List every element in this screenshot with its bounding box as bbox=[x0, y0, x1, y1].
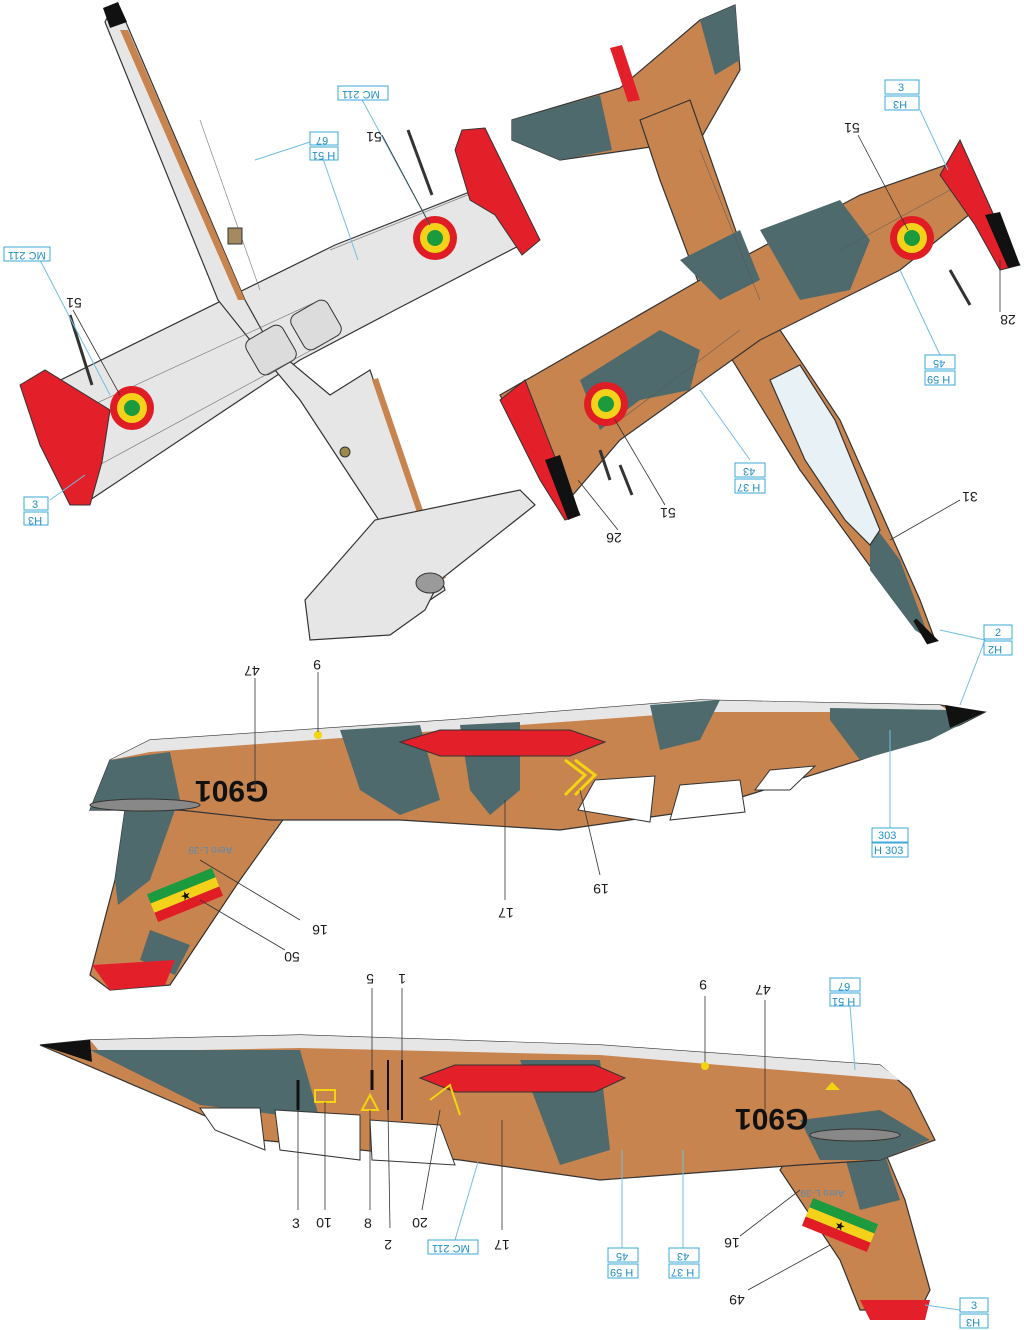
callout-43-b: 43 bbox=[677, 1250, 689, 1262]
callout-31: 31 bbox=[962, 489, 978, 505]
underside-tiptank-left bbox=[19, 369, 111, 506]
stencil-lower: Aero L-39 bbox=[800, 1187, 844, 1198]
callout-2-b: 2 bbox=[384, 1237, 392, 1253]
callout-mc211-a: MC 211 bbox=[8, 249, 46, 261]
top-canopy bbox=[769, 364, 881, 546]
callout-26: 26 bbox=[606, 530, 622, 546]
callout-3-c: 3 bbox=[292, 1215, 300, 1231]
callout-47-b: 47 bbox=[755, 982, 771, 998]
callout-50: 50 bbox=[284, 949, 300, 965]
svg-text:★: ★ bbox=[832, 1218, 847, 1235]
side-profile-lower: G901 ★ Aero L-39 bbox=[39, 1034, 936, 1320]
lower-window-3 bbox=[369, 1119, 456, 1166]
underside-tiptank-right bbox=[454, 127, 541, 256]
callout-h51-a: H 51 bbox=[312, 149, 335, 161]
callout-303: 303 bbox=[878, 830, 896, 842]
callout-49: 49 bbox=[729, 1292, 745, 1308]
upper-window-2 bbox=[669, 779, 746, 821]
callout-20: 20 bbox=[412, 1215, 428, 1231]
callout-10: 10 bbox=[316, 1215, 332, 1231]
serial-upper: G901 bbox=[195, 774, 268, 807]
callout-h3-a: H3 bbox=[28, 514, 42, 526]
callout-3-d: 3 bbox=[971, 1300, 977, 1312]
lower-window-2 bbox=[274, 1109, 361, 1161]
callout-3-a: 3 bbox=[32, 499, 38, 511]
callout-h51-b: H 51 bbox=[832, 995, 855, 1007]
callout-19: 19 bbox=[593, 881, 609, 897]
callout-67-a: 67 bbox=[316, 134, 328, 146]
callout-16-a: 16 bbox=[312, 922, 328, 938]
upper-window-1 bbox=[577, 775, 656, 823]
underside-exhaust bbox=[415, 572, 445, 594]
callout-16-b: 16 bbox=[724, 1235, 740, 1251]
underside-view bbox=[19, 2, 541, 641]
callout-h3-d: H3 bbox=[966, 1316, 980, 1328]
callout-9-b: 9 bbox=[699, 977, 707, 993]
underside-tailplane bbox=[304, 489, 536, 641]
flag-upper: ★ bbox=[146, 867, 224, 923]
flag-lower: ★ bbox=[801, 1197, 879, 1253]
callout-h37-a: H 37 bbox=[737, 481, 760, 493]
callout-h59-b: H 59 bbox=[610, 1266, 633, 1278]
callout-8: 8 bbox=[364, 1215, 372, 1231]
callouts: 51 MC 211 3 H3 MC 211 51 67 H 51 3 H3 51… bbox=[3, 79, 1016, 1329]
callout-45-b: 45 bbox=[616, 1250, 628, 1262]
underside-fuselage bbox=[104, 11, 446, 601]
upper-nose-tip bbox=[945, 705, 985, 728]
callout-h3-b: H3 bbox=[893, 98, 907, 110]
stencil-upper: Aero L-39 bbox=[188, 844, 232, 855]
callout-43-a: 43 bbox=[743, 465, 755, 477]
callout-5: 5 bbox=[366, 971, 374, 987]
top-wing bbox=[499, 159, 976, 512]
roundel-underside-right bbox=[413, 216, 457, 260]
svg-text:★: ★ bbox=[178, 887, 193, 904]
underside-light bbox=[339, 446, 351, 458]
callout-51-a: 51 bbox=[66, 295, 82, 311]
side-profile-upper: G901 ★ Aero L-39 bbox=[89, 699, 987, 991]
callout-h303: H 303 bbox=[874, 845, 903, 857]
roundel-underside-left bbox=[110, 386, 154, 430]
callout-67-b: 67 bbox=[838, 980, 850, 992]
upper-drop-tank bbox=[398, 729, 607, 757]
callout-51-c: 51 bbox=[844, 120, 860, 136]
callout-mc211-c: MC 211 bbox=[432, 1242, 470, 1254]
callout-17-a: 17 bbox=[498, 905, 514, 921]
serial-lower: G901 bbox=[735, 1102, 808, 1135]
lower-window-1 bbox=[199, 1107, 266, 1151]
underside-hatch bbox=[227, 227, 243, 245]
callout-51-b: 51 bbox=[366, 129, 382, 145]
top-view bbox=[499, 4, 1021, 645]
roundel-top-left bbox=[584, 382, 628, 426]
callout-1: 1 bbox=[398, 971, 406, 987]
callout-17-b: 17 bbox=[494, 1237, 510, 1253]
callout-45-a: 45 bbox=[933, 357, 945, 369]
upper-window-3 bbox=[754, 765, 817, 791]
callout-28: 28 bbox=[1000, 312, 1016, 328]
callout-2: 2 bbox=[995, 627, 1001, 639]
callout-h37-b: H 37 bbox=[671, 1266, 694, 1278]
roundel-top-right bbox=[890, 216, 934, 260]
underside-intake-left bbox=[245, 324, 297, 376]
callout-h59-a: H 59 bbox=[927, 373, 950, 385]
callout-51-d: 51 bbox=[660, 505, 676, 521]
callout-h2: H2 bbox=[988, 643, 1002, 655]
callout-47-a: 47 bbox=[244, 663, 260, 679]
lower-drop-tank bbox=[418, 1064, 627, 1093]
callout-3-b: 3 bbox=[898, 82, 904, 94]
underside-nose-tip bbox=[103, 2, 127, 28]
callout-mc211-b: MC 211 bbox=[342, 88, 380, 100]
callout-9-a: 9 bbox=[313, 657, 321, 673]
